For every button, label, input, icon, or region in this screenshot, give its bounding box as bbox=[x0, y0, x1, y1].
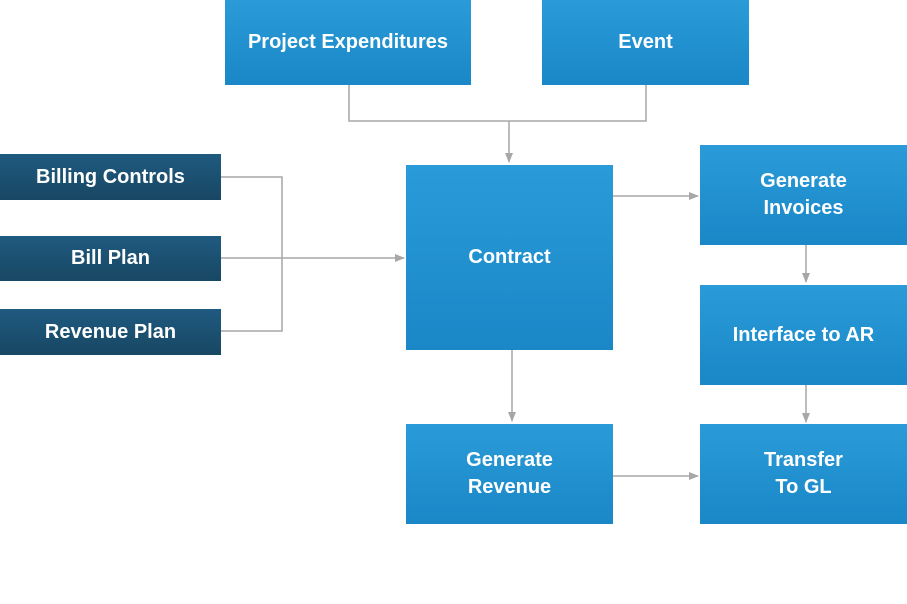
connector-revenue-plan-bus bbox=[221, 258, 283, 332]
transfer-to-gl-label: Transfer To GL bbox=[764, 449, 843, 498]
generate-invoices-box: Generate Invoices bbox=[700, 145, 907, 245]
billing-controls-box: Billing Controls bbox=[0, 154, 221, 200]
contract-label: Contract bbox=[468, 246, 551, 268]
connector-billing-controls-bus bbox=[221, 176, 283, 258]
project-expenditures-label: Project Expenditures bbox=[247, 31, 449, 53]
bill-plan-box: Bill Plan bbox=[0, 236, 221, 281]
generate-revenue-box: Generate Revenue bbox=[406, 424, 613, 524]
billing-controls-label: Billing Controls bbox=[36, 165, 185, 188]
contract-box: Contract bbox=[406, 165, 613, 350]
generate-invoices-label: Generate Invoices bbox=[760, 170, 847, 219]
generate-revenue-label: Generate Revenue bbox=[466, 449, 553, 498]
event-label: Event bbox=[618, 31, 673, 53]
transfer-to-gl-box: Transfer To GL bbox=[700, 424, 907, 524]
bill-plan-label: Bill Plan bbox=[71, 247, 150, 269]
project-expenditures-box: Project Expenditures bbox=[225, 0, 471, 85]
interface-to-ar-label: Interface to AR bbox=[732, 323, 875, 346]
connector-project-expenditures-merge bbox=[348, 85, 509, 122]
revenue-plan-label: Revenue Plan bbox=[44, 320, 177, 343]
event-box: Event bbox=[542, 0, 749, 85]
connector-event-merge bbox=[509, 85, 647, 122]
interface-to-ar-box: Interface to AR bbox=[700, 285, 907, 385]
revenue-plan-box: Revenue Plan bbox=[0, 309, 221, 355]
